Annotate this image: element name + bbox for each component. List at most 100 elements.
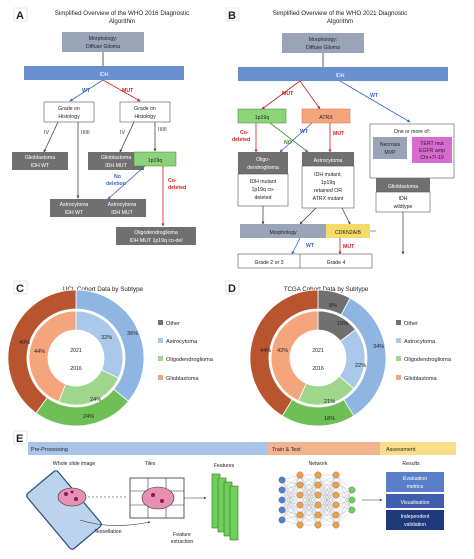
a-gbm-mut-line1: Glioblastoma <box>101 155 131 161</box>
a-morphology-box <box>62 32 144 52</box>
legend-c-swatch-astro <box>158 338 163 343</box>
network-node <box>314 521 322 529</box>
network-edge <box>299 474 319 506</box>
panel-b-letter: B <box>228 10 236 22</box>
tcga-pct-other-2021: 8% <box>329 303 337 309</box>
tcga-year-inner: 2016 <box>312 366 324 372</box>
a-oligo-box <box>116 227 196 245</box>
b-oligo-line1: Oligo- <box>256 157 270 163</box>
ucl-slice-2021-glioblastoma <box>7 289 77 414</box>
stage-train-label: Train & Test <box>272 447 301 453</box>
legend-d-swatch-other <box>396 320 401 325</box>
network-edge <box>281 494 301 521</box>
panel-d-title: TCGA Cohort Data by Subtype <box>284 286 369 293</box>
b-one-or-more-label: One or more of: <box>394 129 430 135</box>
b-morphology-line1: Morphology: <box>309 37 338 43</box>
panel-a-title-line1: Simplified Overview of the WHO 2016 Diag… <box>55 10 189 17</box>
a-arrow-iv-left <box>43 121 59 153</box>
b-codel-line1: Co- <box>240 130 249 136</box>
b-tert-box <box>412 137 452 163</box>
network-node <box>278 516 286 524</box>
legend-d-swatch-astro <box>396 338 401 343</box>
network-edge <box>335 489 353 526</box>
a-gbm-mut-box <box>88 152 144 170</box>
network-node <box>314 491 322 499</box>
network-edge <box>317 494 337 526</box>
result-visualisation-box <box>386 494 444 508</box>
tcga-pct-astro-2016: 22% <box>355 363 366 369</box>
panel-e: E Pre-Processing Train & Test Assessment… <box>13 430 456 550</box>
network-node <box>332 481 340 489</box>
network-edge <box>281 474 301 491</box>
network-node <box>348 486 356 494</box>
a-co-del-line1: Co- <box>168 178 177 184</box>
tcga-slice-2016-glioblastoma <box>270 310 319 402</box>
b-tert-line2: EGFR amp <box>419 148 445 154</box>
network-edge <box>299 494 319 526</box>
network-edge <box>317 484 337 526</box>
b-arrow-atrx-wt <box>279 122 313 153</box>
b-necrosis-line1: Necrosis <box>380 142 401 148</box>
feature-extraction-line1: Feature <box>173 532 191 538</box>
b-line-astro-morph <box>299 207 317 225</box>
stage-preprocessing-label: Pre-Processing <box>31 447 68 453</box>
feature-extraction-line2: extraction <box>171 539 194 545</box>
a-idh-label: IDH <box>100 72 109 78</box>
a-grade-box-right <box>119 101 171 123</box>
tiles-label: Tiles <box>145 461 156 467</box>
network-edge <box>281 474 301 501</box>
network-edge <box>299 514 319 526</box>
tessellation-label: Tessellation <box>94 529 121 535</box>
network-edge <box>299 484 319 526</box>
b-astro-desc-2: 1p19q <box>321 180 336 186</box>
a-arrow-no-deletion <box>107 165 146 200</box>
panel-c-title: UCL Cohort Data by Subtype <box>63 286 143 293</box>
a-gbm-wt-box <box>12 152 68 170</box>
network-node <box>314 471 322 479</box>
network-node <box>296 501 304 509</box>
network-edge <box>299 474 319 526</box>
result-evaluation-line1: Evaluation <box>403 476 427 482</box>
tcga-pct-gbm-2016: 42% <box>277 348 288 354</box>
b-oligo-box <box>238 152 288 174</box>
panel-b-letter-box <box>225 7 240 22</box>
features-stack-icon <box>211 473 239 541</box>
b-necrosis-line2: MVP <box>384 150 396 156</box>
network-edge <box>317 474 337 496</box>
result-visualisation-label: Visualisation <box>400 500 429 506</box>
a-ii-iii-right: II/III <box>158 127 167 133</box>
panel-c-letter-box <box>13 280 28 295</box>
legend-d-swatch-oligo <box>396 356 401 361</box>
b-line-astro-cdkn <box>341 207 351 225</box>
a-astro-wt-line2: IDH WT <box>65 210 84 216</box>
b-gbm-label: Glioblastoma <box>388 184 418 190</box>
b-grade-wt-label: WT <box>306 243 315 249</box>
b-grade-mut-label: MUT <box>343 244 355 250</box>
a-no-del-line1: No <box>114 174 121 180</box>
b-tert-line3: Chr+7/-10 <box>420 155 443 161</box>
b-arrow-mut-atrx <box>299 80 321 110</box>
legend-d-astro: Astrocytoma <box>404 339 436 345</box>
b-morphology-grade-box <box>240 224 326 238</box>
network-node <box>278 496 286 504</box>
panel-c: C UCL Cohort Data by Subtype 2021 2016 3… <box>7 280 214 427</box>
b-astro-desc-1: IDH mutant, <box>314 172 342 178</box>
network-edge <box>317 474 337 526</box>
panel-d-letter: D <box>228 283 236 295</box>
tcga-donut-hole <box>291 331 345 385</box>
a-ii-iii-left: II/III <box>81 130 90 136</box>
network-edge <box>335 489 353 516</box>
b-morphology-grade-label: Morphology <box>269 230 297 236</box>
b-oligo-desc-2: 1p19q co- <box>251 187 274 193</box>
b-arrow-wt <box>339 80 411 123</box>
a-no-del-line2: deletion <box>106 181 126 187</box>
tcga-pct-other-2016: 15% <box>337 321 348 327</box>
stage-preprocessing-bar <box>28 442 268 455</box>
network-node <box>332 511 340 519</box>
stage-train-bar <box>268 442 380 455</box>
b-1p19q-box <box>237 108 287 124</box>
network-node <box>296 511 304 519</box>
b-morphology-box <box>282 33 364 53</box>
panel-a: A Simplified Overview of the WHO 2016 Di… <box>12 7 196 245</box>
